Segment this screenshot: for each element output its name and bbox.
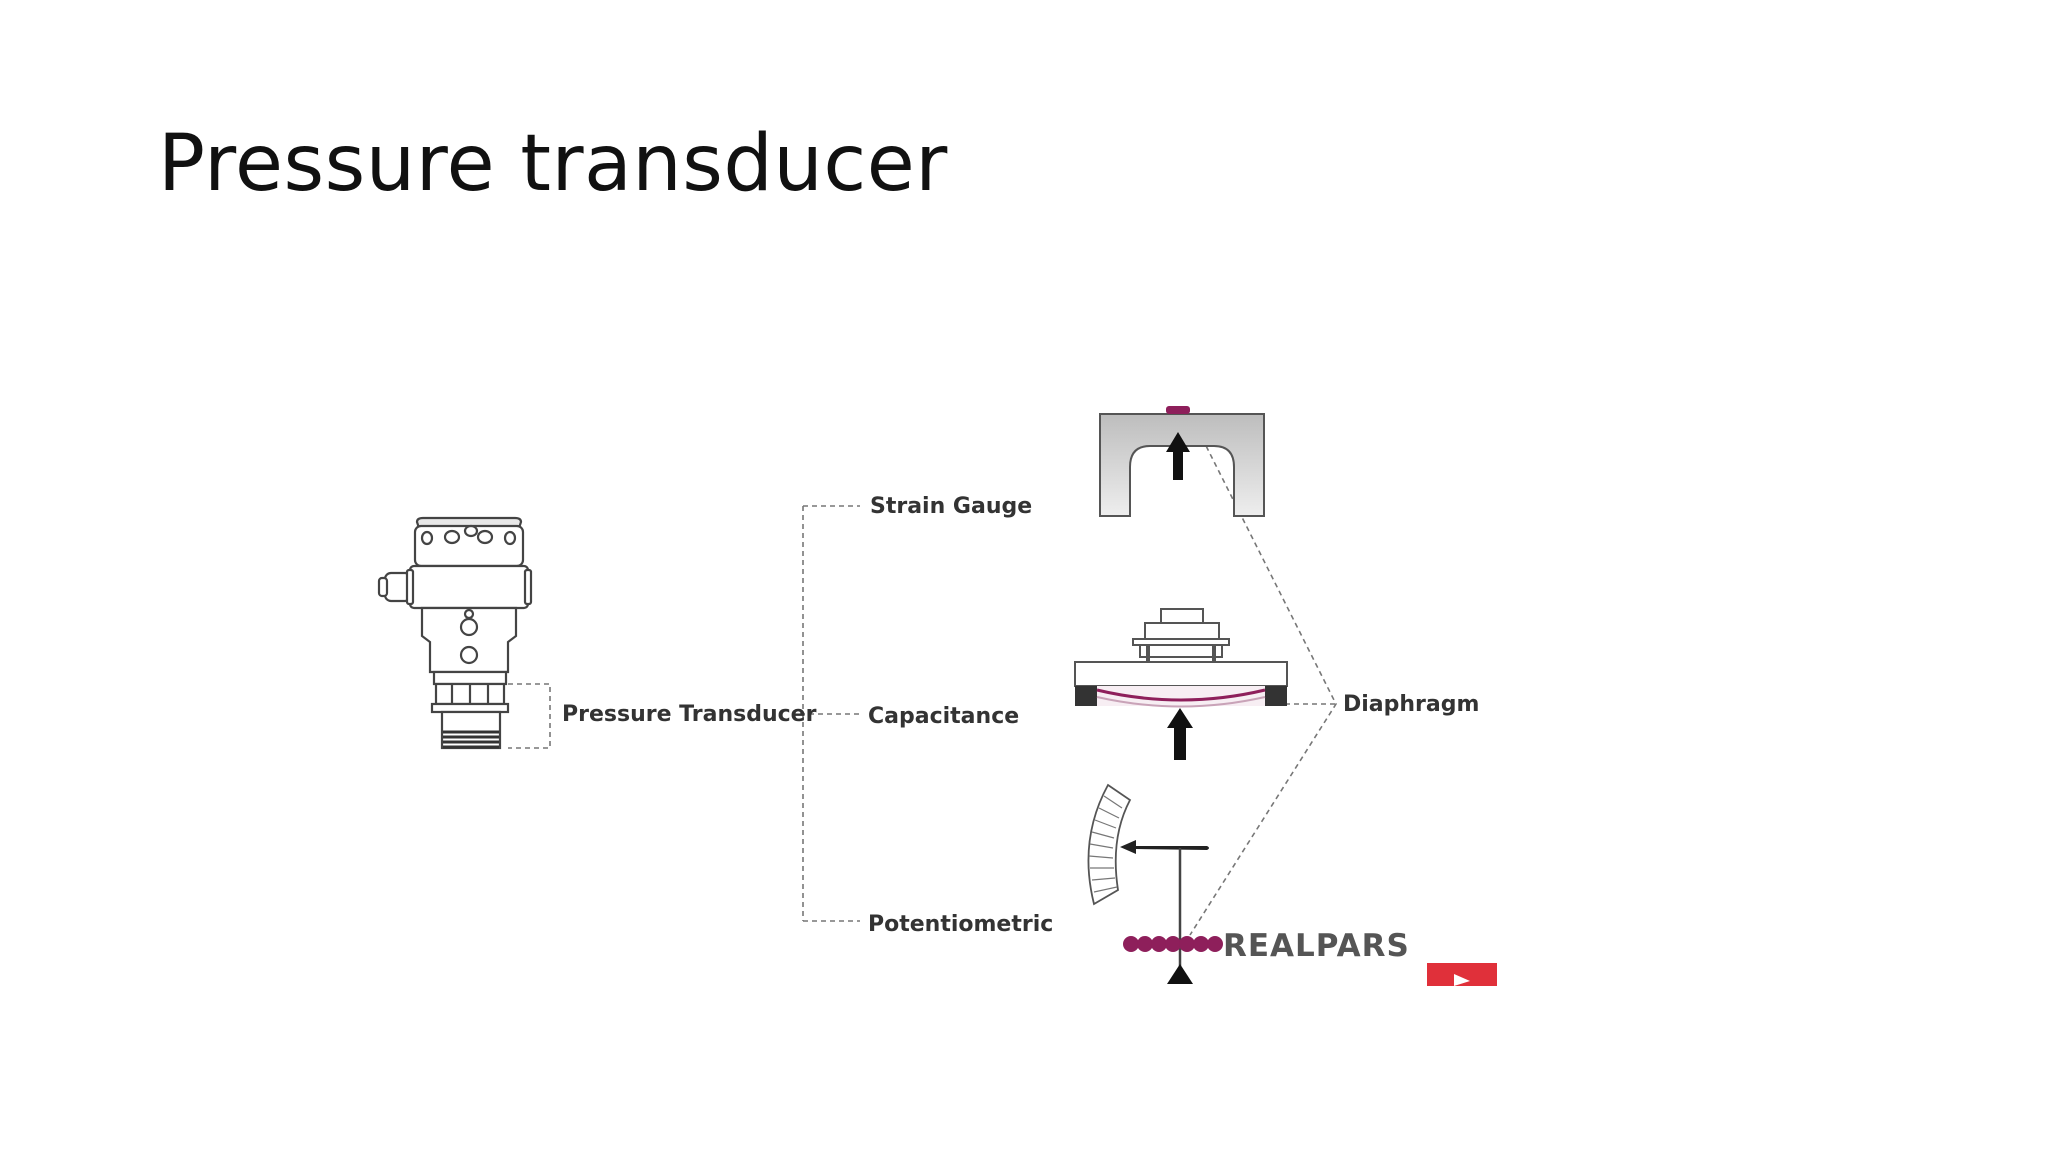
- potentiometric-sensor-icon: [1087, 783, 1223, 984]
- realpars-watermark: REALPARS: [1223, 928, 1410, 964]
- pressure-transducer-icon: [377, 516, 533, 750]
- realpars-logo: [1427, 963, 1497, 986]
- potentiometric-label: Potentiometric: [868, 912, 1053, 937]
- strain-gauge-label: Strain Gauge: [870, 494, 1032, 519]
- pressure-transducer-label: Pressure Transducer: [562, 702, 817, 727]
- capacitance-sensor-icon: [1074, 608, 1288, 760]
- slide-title: Pressure transducer: [158, 119, 948, 209]
- strain-gauge-icon: [1099, 406, 1265, 517]
- diaphragm-label: Diaphragm: [1343, 692, 1479, 717]
- capacitance-label: Capacitance: [868, 704, 1019, 729]
